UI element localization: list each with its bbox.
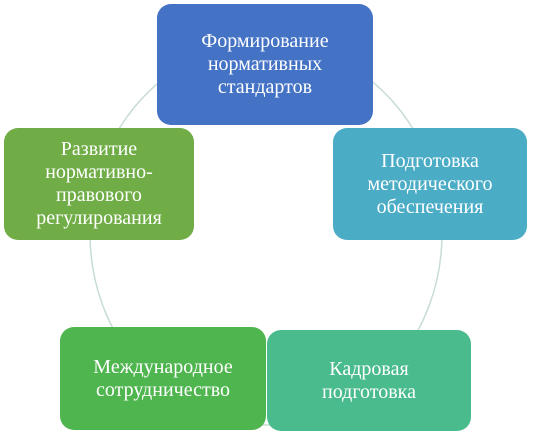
node-regulatory-development: Развитие нормативно- правового регулиров… (4, 128, 194, 240)
node-international-cooperation: Международное сотрудничество (60, 327, 266, 430)
node-normative-standards: Формирование нормативных стандартов (157, 4, 373, 125)
node-methodological-support: Подготовка методического обеспечения (333, 128, 527, 240)
node-staff-training: Кадровая подготовка (267, 330, 471, 431)
